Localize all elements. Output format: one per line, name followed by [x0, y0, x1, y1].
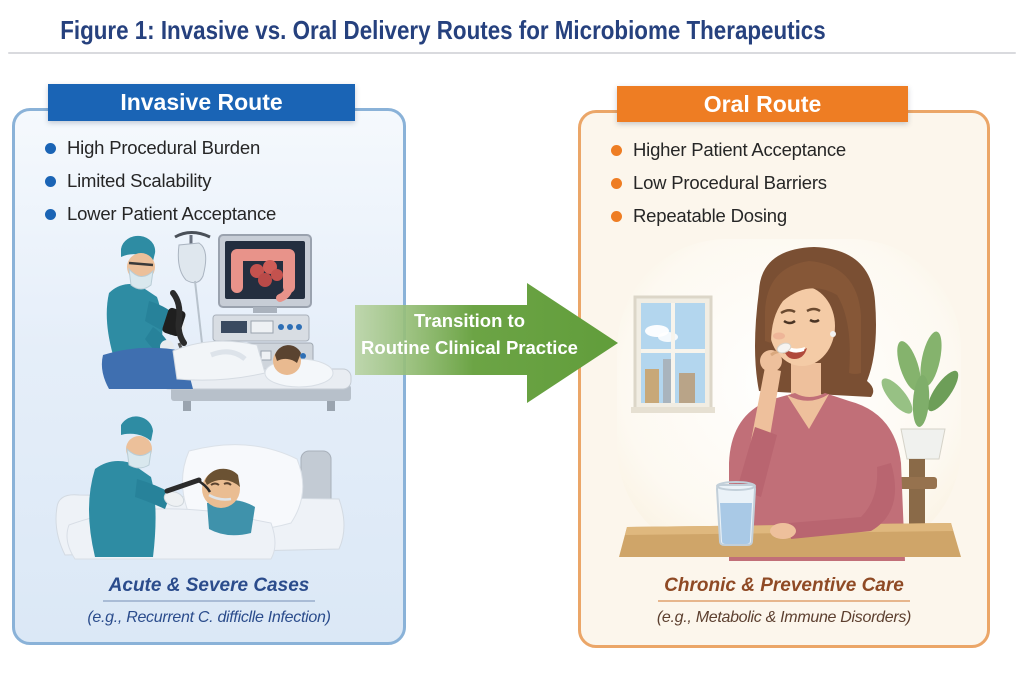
endoscopy-procedure-illustration	[101, 231, 352, 411]
bullet-dot-icon	[45, 175, 56, 187]
invasive-caption: Acute & Severe Cases (e.g., Recurrent C.…	[15, 575, 403, 627]
arrow-label-line2: Routine Clinical Practice	[361, 337, 578, 358]
woman-taking-pill-illustration	[617, 239, 961, 561]
invasive-caption-subtitle: (e.g., Recurrent C. difficlle Infection)	[87, 609, 331, 626]
list-item: Limited Scalability	[45, 170, 276, 192]
bullet-dot-icon	[45, 208, 56, 220]
bullet-dot-icon	[45, 142, 56, 154]
bullet-label: Low Procedural Barriers	[633, 172, 827, 193]
bullet-label: Higher Patient Acceptance	[633, 139, 847, 160]
invasive-route-header: Invasive Route	[48, 84, 355, 121]
oral-caption: Chronic & Preventive Care (e.g., Metabol…	[581, 575, 987, 627]
list-item: Repeatable Dosing	[611, 205, 846, 227]
figure-title: Figure 1: Invasive vs. Oral Delivery Rou…	[60, 15, 826, 45]
clinician-inserting-tube	[89, 416, 212, 557]
list-item: Low Procedural Barriers	[611, 172, 846, 194]
list-item: Higher Patient Acceptance	[611, 139, 846, 161]
bullet-dot-icon	[611, 210, 622, 222]
bullet-dot-icon	[611, 177, 622, 189]
oral-caption-subtitle: (e.g., Metabolic & Immune Disorders)	[656, 609, 912, 626]
patient-on-bed	[101, 340, 352, 411]
nasogastric-tube-procedure-illustration	[55, 416, 345, 560]
oral-caption-title: Chronic & Preventive Care	[658, 575, 910, 602]
iv-pole	[174, 231, 211, 344]
oral-panel: Higher Patient Acceptance Low Procedural…	[578, 110, 990, 648]
list-item: Lower Patient Acceptance	[45, 203, 276, 225]
oral-bullet-list: Higher Patient Acceptance Low Procedural…	[611, 139, 846, 238]
bullet-label: Limited Scalability	[67, 170, 212, 191]
list-item: High Procedural Burden	[45, 137, 276, 159]
window	[631, 295, 715, 413]
title-divider	[8, 52, 1016, 54]
invasive-caption-title: Acute & Severe Cases	[102, 575, 316, 602]
endoscopy-monitor	[218, 234, 312, 313]
bullet-dot-icon	[611, 144, 622, 156]
invasive-panel: High Procedural Burden Limited Scalabili…	[12, 108, 406, 645]
pill	[776, 342, 792, 354]
bullet-label: Repeatable Dosing	[633, 205, 787, 226]
resting-arm	[770, 463, 896, 539]
transition-arrow-icon	[355, 283, 618, 403]
oral-route-header: Oral Route	[617, 86, 908, 122]
potted-plant	[881, 331, 959, 460]
transition-arrow-label: Transition to Routine Clinical Practice	[347, 307, 592, 361]
bullet-label: High Procedural Burden	[67, 137, 261, 158]
bullet-label: Lower Patient Acceptance	[67, 203, 277, 224]
glass-of-water	[715, 481, 757, 546]
invasive-bullet-list: High Procedural Burden Limited Scalabili…	[45, 137, 276, 236]
arrow-label-line1: Transition to	[414, 310, 525, 331]
